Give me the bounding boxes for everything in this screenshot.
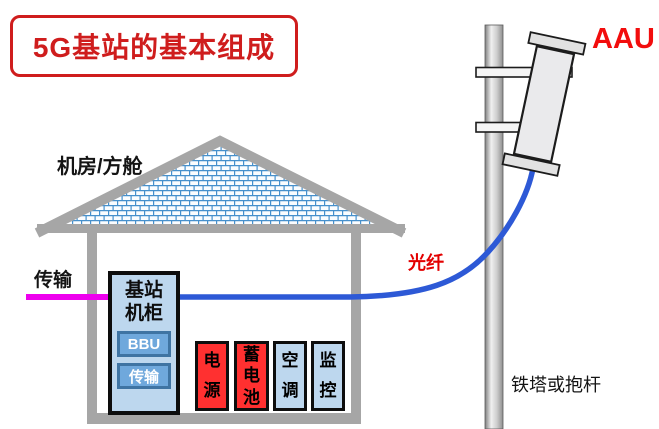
- aau-body: [512, 44, 576, 164]
- fiber-label: 光纤: [408, 253, 444, 273]
- module-bbu-label: BBU: [127, 335, 161, 353]
- cabinet-label: 基站 机柜: [124, 280, 163, 325]
- mount-bracket-top: [475, 66, 573, 78]
- aau-cap-bottom: [501, 152, 561, 177]
- transmission-label: 传输: [34, 270, 73, 291]
- base-station-cabinet: 基站 机柜 BBU 传输: [108, 271, 180, 415]
- module-transmission: 传输: [117, 363, 171, 390]
- aau-cap-top: [527, 31, 587, 56]
- equipment-box-battery: 蓄 电 池: [234, 341, 269, 411]
- equipment-box-power: 电 源: [195, 341, 229, 411]
- equipment-box-ac: 空 调: [273, 341, 307, 411]
- room-label: 机房/方舱: [57, 156, 143, 178]
- roof-outline: [34, 135, 407, 238]
- tower-pole-label: 铁塔或抱杆: [511, 375, 601, 395]
- equipment-box-monitor-label: 监 控: [319, 351, 337, 400]
- module-transmission-label: 传输: [128, 368, 159, 386]
- equipment-box-battery-label: 蓄 电 池: [243, 345, 260, 407]
- fiber-line: [173, 165, 536, 300]
- roof-eave-band: [37, 224, 405, 233]
- equipment-box-monitor: 监 控: [311, 341, 345, 411]
- equipment-box-power-label: 电 源: [203, 351, 221, 400]
- wall-left: [87, 230, 97, 415]
- tower-pole: [484, 24, 504, 429]
- floor: [87, 413, 361, 424]
- aau-unit: [501, 31, 587, 177]
- roof-brick-fill: [56, 146, 384, 225]
- equipment-box-ac-label: 空 调: [281, 351, 299, 400]
- module-bbu: BBU: [117, 331, 171, 358]
- wall-right: [351, 230, 361, 415]
- diagram-title: 5G基站的基本组成: [10, 15, 298, 77]
- aau-label: AAU: [592, 23, 655, 55]
